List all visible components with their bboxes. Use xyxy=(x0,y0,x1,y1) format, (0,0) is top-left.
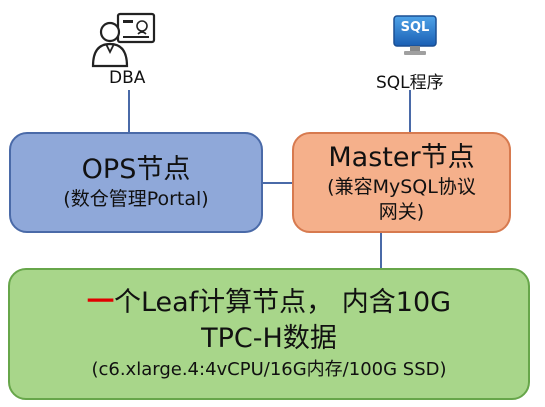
master-to-leaf-connector xyxy=(380,233,382,268)
leaf-node: 一个Leaf计算节点， 内含10G TPC-H数据 (c6.xlarge.4:4… xyxy=(8,268,530,400)
dba-label: DBA xyxy=(109,68,146,88)
leaf-node-line1-text: 个Leaf计算节点， 内含10G xyxy=(113,287,452,318)
ops-node: OPS节点 (数仓管理Portal) xyxy=(9,132,263,233)
master-node-subtitle-line2: 网关) xyxy=(378,200,425,223)
dba-to-ops-connector xyxy=(128,90,130,132)
leaf-node-line1: 一个Leaf计算节点， 内含10G xyxy=(87,285,451,321)
admin-user-icon xyxy=(90,10,160,68)
sql-to-master-connector xyxy=(409,90,411,132)
master-node-subtitle-line1: (兼容MySQL协议 xyxy=(327,175,476,198)
sql-monitor-icon: SQL xyxy=(392,14,438,58)
leaf-node-spec: (c6.xlarge.4:4vCPU/16G内存/100G SSD) xyxy=(91,359,447,380)
master-node-title: Master节点 xyxy=(328,141,475,173)
ops-node-subtitle: (数仓管理Portal) xyxy=(63,188,209,210)
master-node: Master节点 (兼容MySQL协议 网关) xyxy=(292,132,511,233)
ops-node-title: OPS节点 xyxy=(81,154,191,185)
leaf-node-line2: TPC-H数据 xyxy=(201,323,337,354)
ops-to-master-connector xyxy=(263,182,292,184)
sql-program-label: SQL程序 xyxy=(376,73,444,93)
sql-badge-text: SQL xyxy=(400,20,430,35)
leaf-node-emphasis: 一 xyxy=(86,287,114,318)
